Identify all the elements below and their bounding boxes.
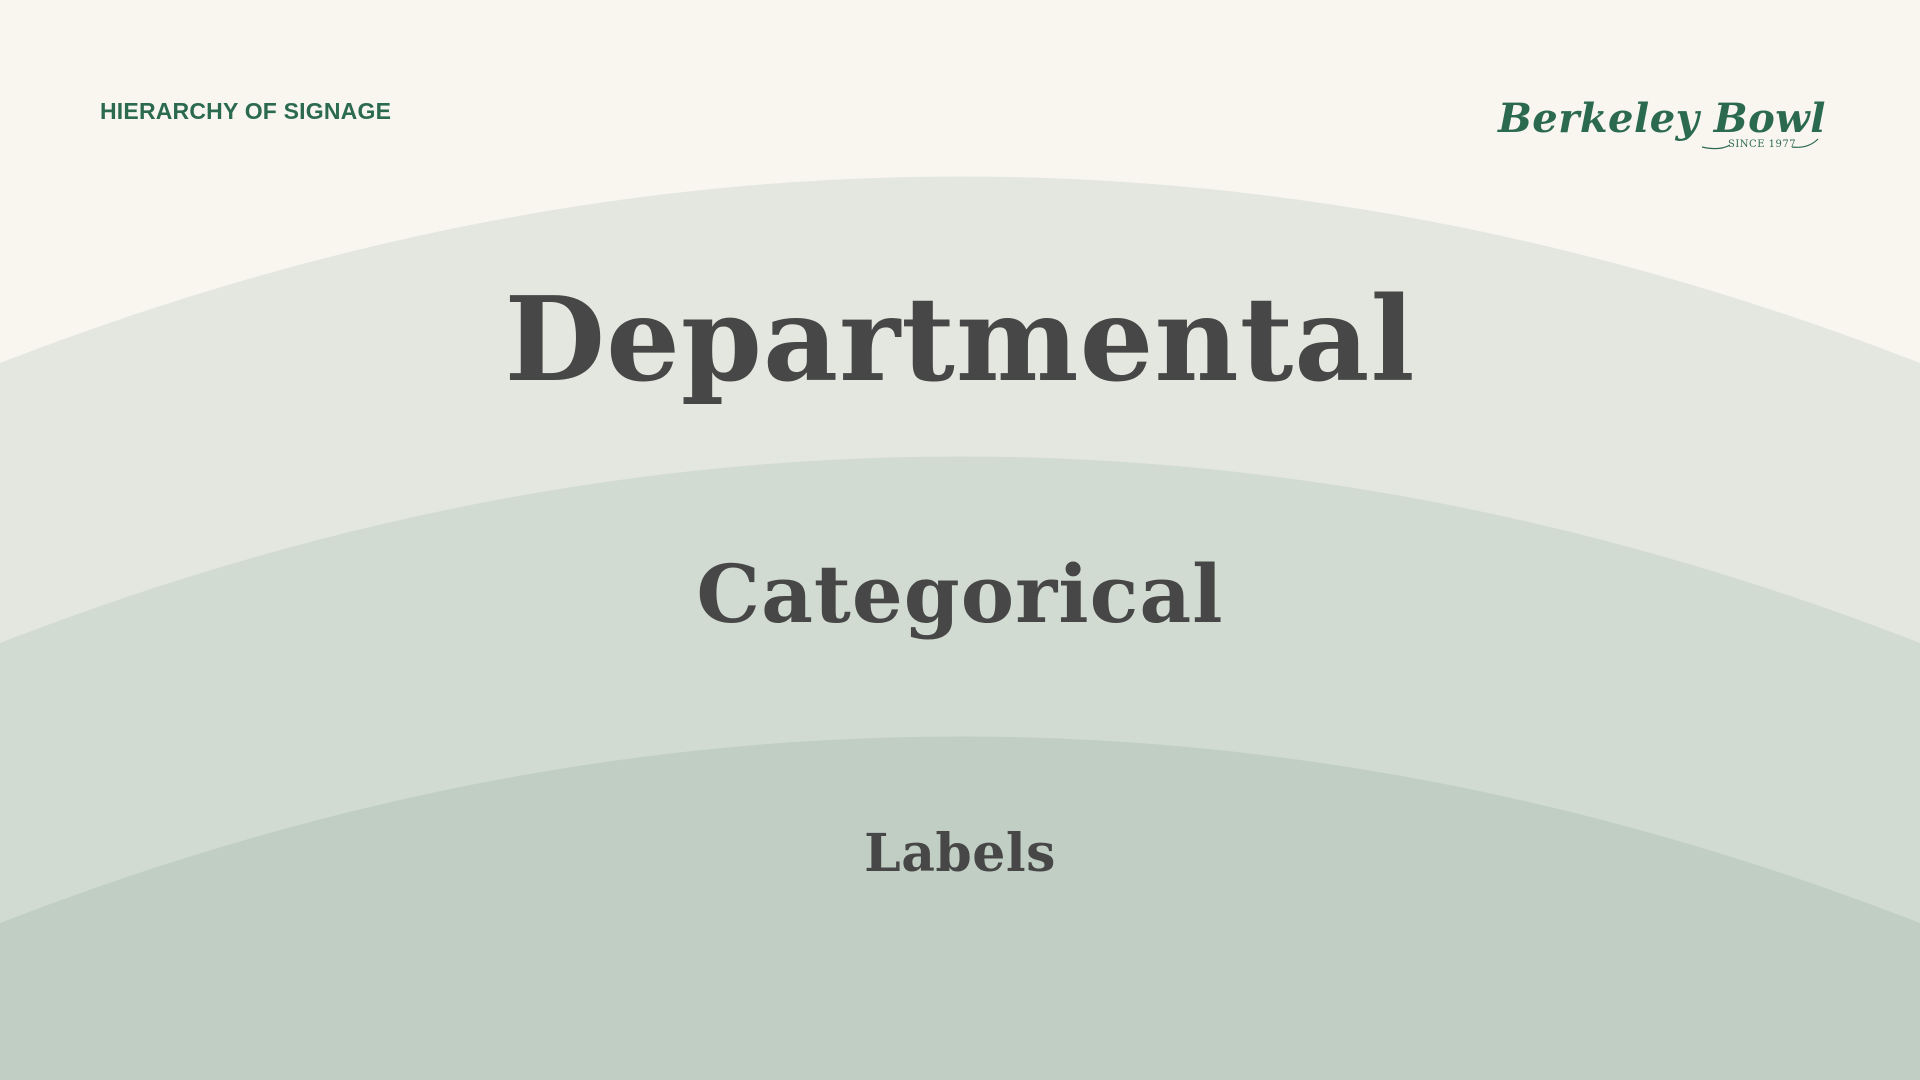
labels-arc bbox=[0, 736, 1920, 1080]
logo-wordmark: Berkeley Bowl bbox=[1498, 95, 1826, 142]
tier-labels-label: Labels bbox=[864, 823, 1056, 884]
logo-tagline: SINCE 1977 bbox=[1728, 139, 1797, 150]
tier-departmental-label: Departmental bbox=[504, 272, 1416, 408]
tier-categorical-label: Categorical bbox=[696, 547, 1224, 641]
slide-title: HIERARCHY OF SIGNAGE bbox=[100, 98, 392, 124]
berkeley-bowl-logo: Berkeley Bowl SINCE 1977 bbox=[1498, 95, 1826, 157]
logo-swash bbox=[1701, 138, 1819, 150]
